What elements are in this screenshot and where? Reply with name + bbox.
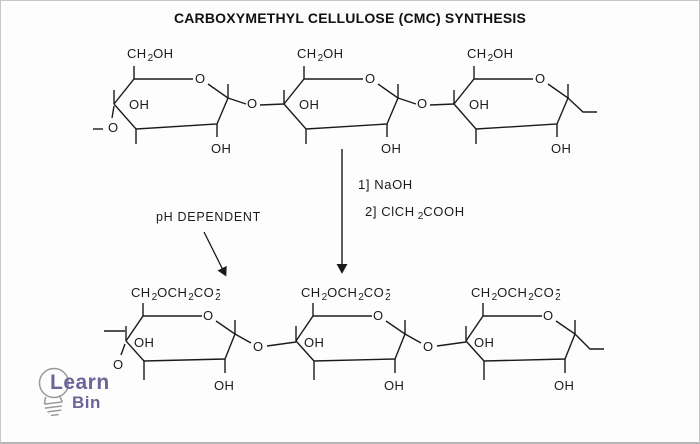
page-title: CARBOXYMETHYL CELLULOSE (CMC) SYNTHESIS — [173, 10, 527, 26]
hydroxyl-label: OH — [469, 97, 490, 112]
carboxymethyl-label: CH2OCH2CO-2 — [131, 282, 222, 303]
negative-charge: - — [216, 282, 221, 296]
ch2oh-label: CH2OH — [297, 46, 344, 64]
hydroxyl-label: OH — [299, 97, 320, 112]
glycosidic-oxygen-label: O — [417, 96, 428, 111]
logo-text-learn: Learn — [50, 371, 110, 394]
hydroxyl-label: OH — [214, 378, 235, 393]
hydroxyl-label: OH — [474, 335, 495, 350]
cellulose-chain-top — [93, 65, 597, 145]
carboxymethyl-label: CH2OCH2CO-2 — [301, 282, 392, 303]
glycosidic-oxygen-label: O — [247, 96, 258, 111]
hydroxyl-label: OH — [381, 141, 402, 156]
glycosidic-oxygen-label: O — [423, 339, 434, 354]
ring-oxygen-label: O — [203, 308, 214, 323]
hydroxyl-label: OH — [129, 97, 150, 112]
hydroxyl-label: OH — [134, 335, 155, 350]
lightbulb-icon — [38, 367, 70, 417]
negative-charge: - — [386, 282, 391, 296]
hydroxyl-label: OH — [211, 141, 232, 156]
glycosidic-oxygen-label: O — [253, 339, 264, 354]
carboxymethyl-label: CH2OCH2CO-2 — [471, 282, 562, 303]
hydroxyl-label: OH — [551, 141, 572, 156]
ring-oxygen-label: O — [195, 71, 206, 86]
hydroxyl-label: OH — [304, 335, 325, 350]
ph-annotation-arrow — [203, 231, 227, 277]
chain-oxygen-label: O — [113, 357, 124, 372]
cmc-chain-bottom — [104, 302, 604, 381]
ring-oxygen-label: O — [543, 308, 554, 323]
ring-oxygen-label: O — [373, 308, 384, 323]
hydroxyl-label: OH — [554, 378, 575, 393]
ch2oh-label: CH2OH — [467, 46, 514, 64]
naoh-step-label: 1] NaOH — [358, 177, 413, 192]
chain-oxygen-label: O — [108, 120, 119, 135]
negative-charge: - — [556, 282, 561, 296]
ch2oh-label: CH2OH — [127, 46, 174, 64]
ring-oxygen-label: O — [535, 71, 546, 86]
logo-text-bin: Bin — [72, 393, 101, 412]
ph-dependent-label: pH DEPENDENT — [156, 210, 261, 224]
hydroxyl-label: OH — [384, 378, 405, 393]
ring-oxygen-label: O — [365, 71, 376, 86]
